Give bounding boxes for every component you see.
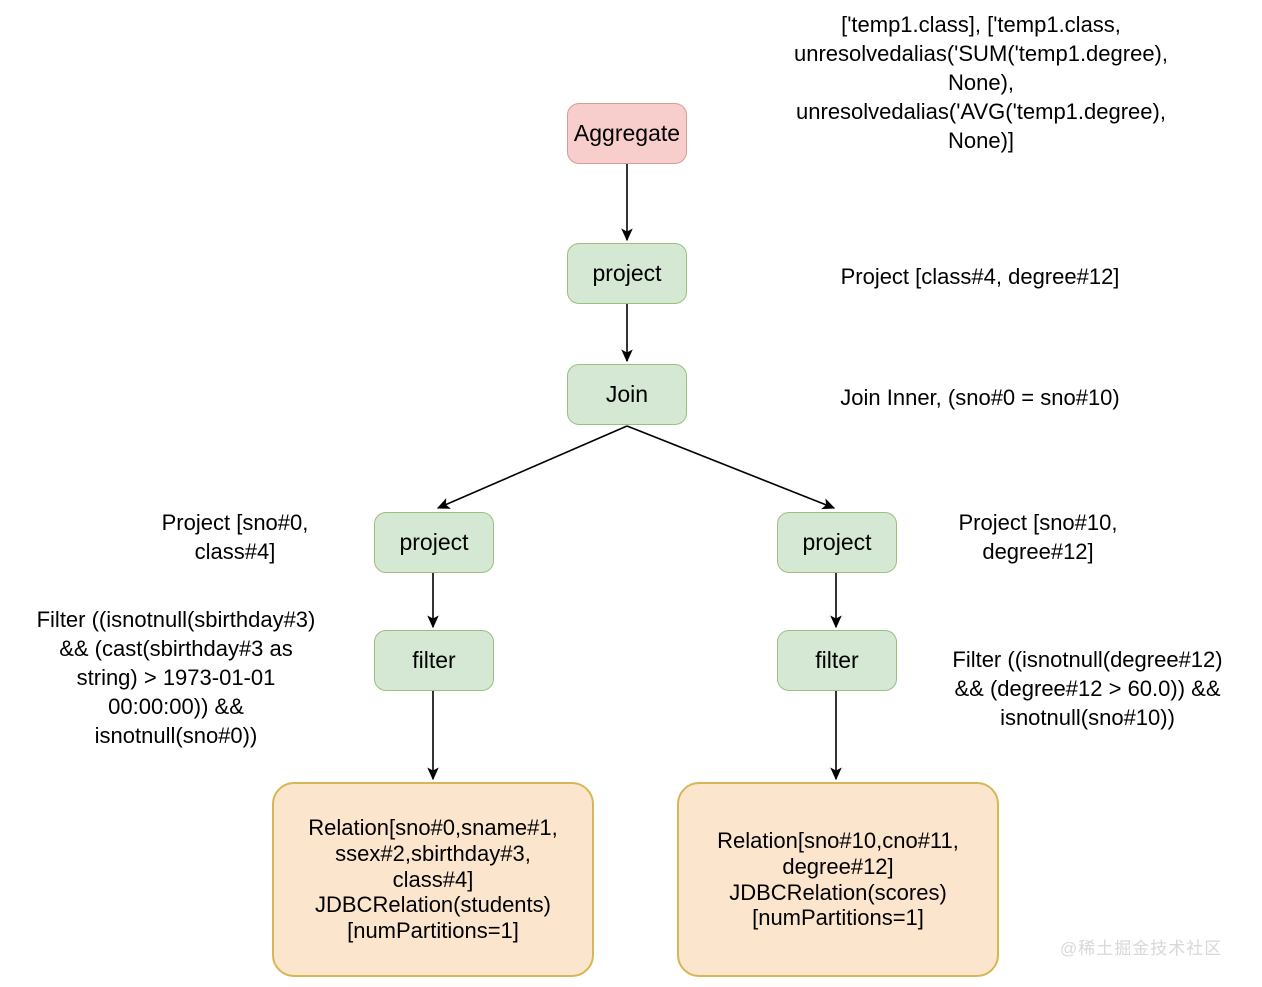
watermark: @稀土掘金技术社区 [1060,939,1223,958]
node-join[interactable]: Join [567,364,687,425]
annotation-project-top: Project [class#4, degree#12] [840,264,1120,289]
annotation-aggregate: ['temp1.class], ['temp1.class, unresolve… [793,12,1168,154]
annotation-join: Join Inner, (sno#0 = sno#10) [840,385,1120,410]
node-relation-students[interactable]: Relation[sno#0,sname#1, ssex#2,sbirthday… [272,782,594,977]
node-filter-right[interactable]: filter [777,630,897,691]
node-project-right[interactable]: project [777,512,897,573]
node-project-top[interactable]: project [567,243,687,304]
edge-join-to-project-left [436,425,628,509]
node-aggregate[interactable]: Aggregate [567,103,687,164]
node-filter-left[interactable]: filter [374,630,494,691]
annotation-filter-left: Filter ((isnotnull(sbirthday#3) && (cast… [36,607,316,749]
edge-join-to-project-right [626,425,836,510]
annotation-filter-right: Filter ((isnotnull(degree#12) && (degree… [952,647,1223,731]
node-project-left[interactable]: project [374,512,494,573]
annotation-project-right: Project [sno#10, degree#12] [958,510,1118,565]
annotation-project-left: Project [sno#0, class#4] [161,510,309,565]
node-relation-scores[interactable]: Relation[sno#10,cno#11, degree#12] JDBCR… [677,782,999,977]
